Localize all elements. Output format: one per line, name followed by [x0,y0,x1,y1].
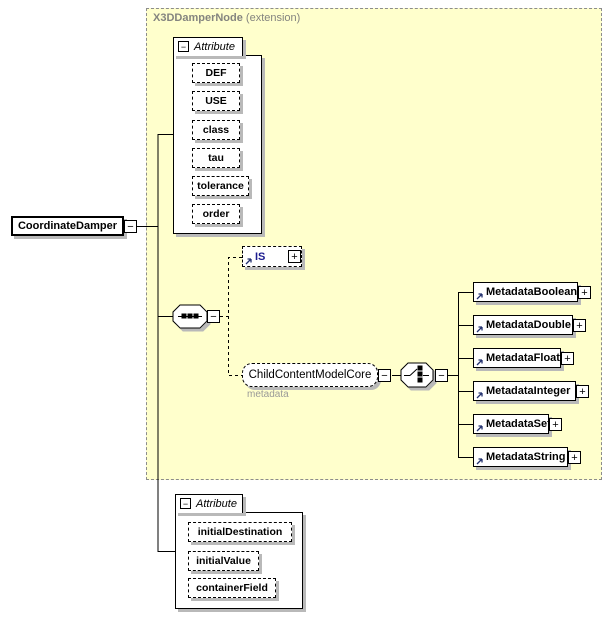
collapse-icon[interactable]: − [178,41,189,52]
element-metadatainteger[interactable]: MetadataInteger [473,381,576,401]
expand-icon[interactable]: + [549,418,562,431]
attribute-containerfield[interactable]: containerField [188,578,276,598]
element-label: MetadataSet [486,418,551,430]
expand-icon[interactable]: + [578,286,591,299]
reference-arrow-icon [476,326,483,333]
attribute-group-header: Attribute [196,498,237,510]
attribute-group-top-tab: Attribute [173,37,243,56]
element-label: MetadataString [486,451,566,463]
element-metadatadouble[interactable]: MetadataDouble [473,315,573,335]
extension-qualifier: (extension) [242,12,301,24]
element-label: CoordinateDamper [17,220,118,232]
element-label: MetadataDouble [486,319,571,331]
group-label: ChildContentModelCore [248,369,372,381]
element-coordinatedamper[interactable]: CoordinateDamper [11,216,124,236]
reference-arrow-icon [476,458,483,465]
element-metadataboolean[interactable]: MetadataBoolean [473,282,578,302]
element-metadatafloat[interactable]: MetadataFloat [473,348,561,368]
collapse-icon[interactable]: − [435,369,448,382]
attribute-def[interactable]: DEF [192,63,240,83]
attribute-group-header: Attribute [194,41,235,53]
attribute-initialvalue[interactable]: initialValue [188,551,259,571]
element-label: MetadataBoolean [486,286,578,298]
reference-arrow-icon [476,425,483,432]
element-label: IS [255,250,266,263]
reference-arrow-icon [476,359,483,366]
expand-icon[interactable]: + [288,250,301,263]
reference-arrow-icon [476,392,483,399]
extension-frame-title: X3DDamperNode (extension) [153,12,300,24]
group-childcontentmodelcore[interactable]: ChildContentModelCore [242,363,378,387]
attribute-tau[interactable]: tau [192,148,240,168]
collapse-icon[interactable]: − [378,369,391,382]
attribute-initialdestination[interactable]: initialDestination [188,522,292,542]
element-metadataset[interactable]: MetadataSet [473,414,551,434]
collapse-icon[interactable]: − [124,220,137,233]
element-label: MetadataFloat [486,352,560,364]
collapse-icon[interactable]: − [180,498,191,509]
expand-icon[interactable]: + [561,352,574,365]
expand-icon[interactable]: + [573,319,586,332]
reference-arrow-icon [476,293,483,300]
expand-icon[interactable]: + [576,385,589,398]
attribute-use[interactable]: USE [192,91,240,111]
expand-icon[interactable]: + [568,451,581,464]
extension-base-type: X3DDamperNode [153,12,243,24]
attribute-order[interactable]: order [192,204,240,224]
collapse-icon[interactable]: − [207,310,220,323]
attribute-class[interactable]: class [192,120,240,140]
element-label: MetadataInteger [486,385,571,397]
metadata-annotation: metadata [247,389,289,400]
element-metadatastring[interactable]: MetadataString [473,447,568,467]
reference-arrow-icon [245,258,252,265]
attribute-tolerance[interactable]: tolerance [192,176,249,196]
